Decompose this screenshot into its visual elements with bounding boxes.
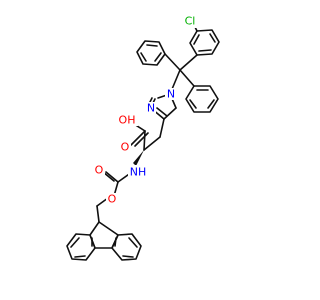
atom-labels: Cl N N OH O NH O O bbox=[93, 14, 202, 206]
acid-carbonyl-o-label: O bbox=[121, 141, 130, 154]
imidazole-n1-label: N bbox=[167, 88, 175, 101]
hydroxyl-label: OH bbox=[119, 114, 136, 127]
phenyl-ring-left bbox=[136, 40, 166, 66]
molecule-diagram: Cl N N OH O NH O O bbox=[66, 14, 220, 261]
amino-acid-backbone bbox=[130, 118, 165, 166]
chlorine-label: Cl bbox=[185, 15, 196, 28]
ester-o-label: O bbox=[108, 193, 117, 206]
phenyl-ring-right bbox=[185, 85, 219, 113]
carbamate-carbonyl-o-label: O bbox=[95, 164, 104, 177]
fluorenyl-group bbox=[66, 221, 142, 261]
structure-svg: Cl N N OH O NH O O bbox=[66, 14, 220, 261]
wedge-bond bbox=[133, 150, 144, 166]
imidazole-n3-label: N bbox=[147, 102, 155, 115]
nh-label: NH bbox=[130, 166, 147, 179]
